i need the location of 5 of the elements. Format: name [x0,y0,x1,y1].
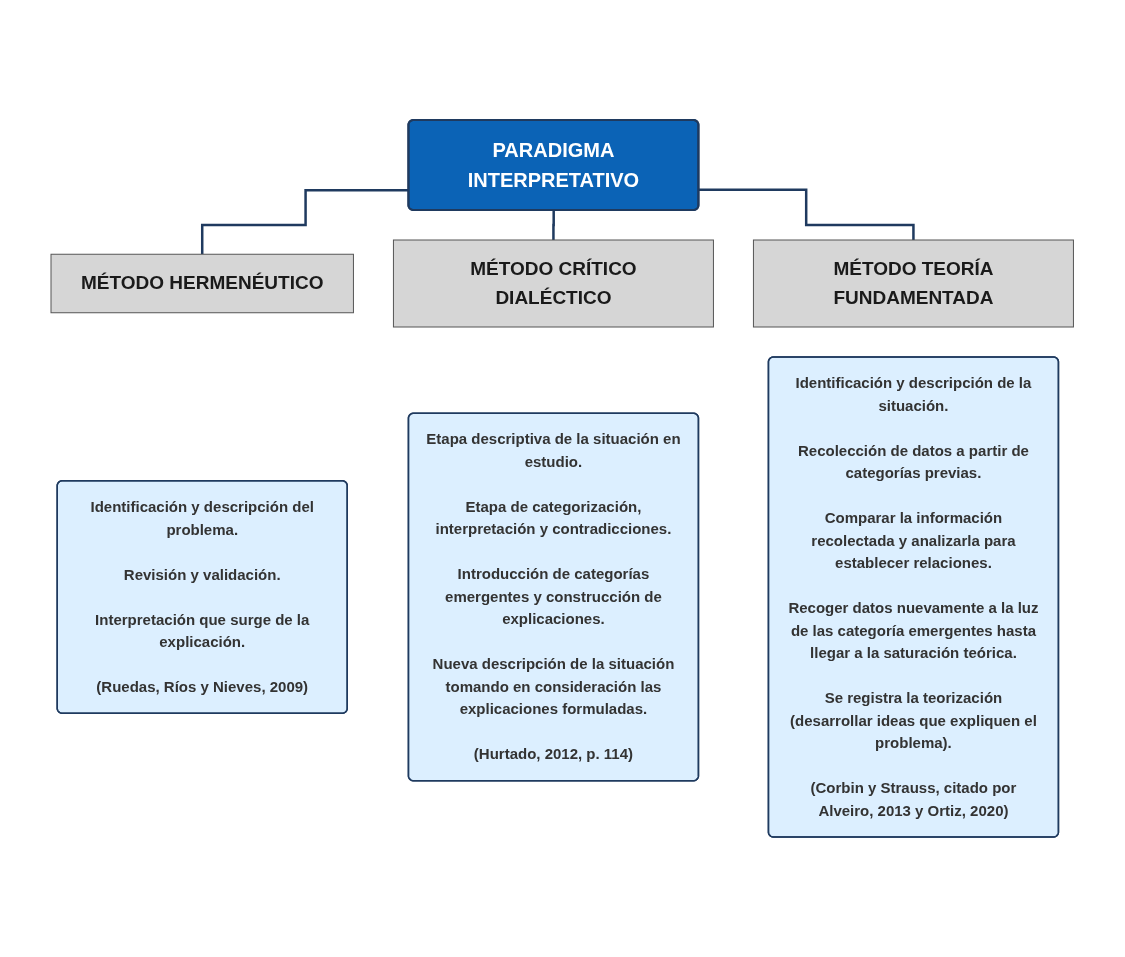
connector [552,209,556,242]
node-box [753,239,1075,328]
node-box [393,239,715,328]
connector [699,188,915,242]
node-box [50,253,355,314]
